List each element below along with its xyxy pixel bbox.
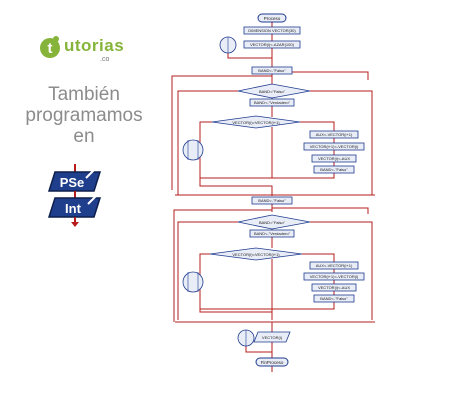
band1-label: BAND<-"Falso" bbox=[258, 68, 286, 73]
dim-label: DIMENSION VECTOR(30) bbox=[248, 28, 296, 33]
flow-connectors bbox=[171, 22, 375, 372]
end-terminal: FinProceso bbox=[255, 357, 289, 367]
pse-badge-label: PSe bbox=[60, 175, 85, 190]
while2-decision: BAND="Falso" bbox=[237, 214, 311, 230]
aux2-label: AUX<-VECTOR(i+1) bbox=[316, 263, 353, 268]
for1-circle bbox=[182, 139, 204, 161]
swap1b-label: VECTOR(i)<-AUX bbox=[318, 156, 350, 161]
loop1-for: VECTOR(i)<-AZAR(100) bbox=[219, 36, 301, 54]
swap2a-label: VECTOR(i+1)<-VECTOR(i) bbox=[310, 274, 359, 279]
logo-t-icon: t bbox=[40, 36, 60, 58]
cond2-label: BAND="Falso" bbox=[259, 220, 286, 225]
promo-line-3: en bbox=[73, 126, 95, 147]
promo-text: También programamos en bbox=[14, 84, 154, 147]
band-false2-label: BAND<-"Falso" bbox=[320, 296, 348, 301]
int-badge-label: Int bbox=[65, 201, 82, 216]
tutorias-logo: t utorias .co bbox=[38, 34, 138, 70]
dim-box: DIMENSION VECTOR(30) bbox=[243, 26, 301, 35]
band-true1-label: BAND<-"Verdadero" bbox=[254, 100, 291, 105]
cmp1-decision: VECTOR(i)>VECTOR(i+1) bbox=[211, 115, 301, 129]
print-loop: VECTOR(i) bbox=[237, 329, 291, 347]
swap2-boxes: AUX<-VECTOR(i+1) VECTOR(i+1)<-VECTOR(i) … bbox=[303, 261, 365, 303]
cond1-label: BAND="Falso" bbox=[259, 89, 286, 94]
band-false1-label: BAND<-"Falso" bbox=[320, 167, 348, 172]
for2-circle bbox=[182, 271, 204, 293]
loop1-assign-label: VECTOR(i)<-AZAR(100) bbox=[250, 42, 294, 47]
while1-decision: BAND="Falso" bbox=[237, 83, 311, 99]
band1-box: BAND<-"Falso" bbox=[251, 66, 293, 75]
aux1-label: AUX<-VECTOR(i+1) bbox=[316, 132, 353, 137]
pseint-badges: PSe Int bbox=[47, 164, 102, 227]
swap1a-label: VECTOR(i+1)<-VECTOR(i) bbox=[310, 144, 359, 149]
swap1-boxes: AUX<-VECTOR(i+1) VECTOR(i+1)<-VECTOR(i) … bbox=[303, 130, 365, 174]
band2-label: BAND<-"Falso" bbox=[258, 198, 286, 203]
band-true2-label: BAND<-"Verdadero" bbox=[254, 231, 291, 236]
start-terminal: Proceso bbox=[257, 13, 287, 23]
promo-line-1: También bbox=[48, 84, 120, 105]
swap2b-label: VECTOR(i)<-AUX bbox=[318, 285, 350, 290]
cmp2-label: VECTOR(i)<VECTOR(i+1) bbox=[232, 252, 280, 257]
pencil-icon bbox=[87, 193, 99, 205]
logo-suffix: .co bbox=[100, 56, 110, 63]
cmp2-decision: VECTOR(i)<VECTOR(i+1) bbox=[209, 247, 303, 261]
band-true1-box: BAND<-"Verdadero" bbox=[249, 98, 295, 107]
logo-letter: t bbox=[48, 40, 53, 57]
int-badge bbox=[47, 197, 102, 218]
end-label: FinProceso bbox=[261, 360, 284, 365]
start-label: Proceso bbox=[264, 16, 281, 21]
band2-box: BAND<-"Falso" bbox=[251, 196, 293, 205]
band-true2-box: BAND<-"Verdadero" bbox=[249, 229, 295, 238]
promo-line-2: programamos bbox=[25, 105, 143, 126]
print-label: VECTOR(i) bbox=[262, 335, 283, 340]
pencil-icon bbox=[85, 167, 97, 179]
logo-word: utorias bbox=[64, 36, 125, 55]
cmp1-label: VECTOR(i)>VECTOR(i+1) bbox=[232, 120, 280, 125]
